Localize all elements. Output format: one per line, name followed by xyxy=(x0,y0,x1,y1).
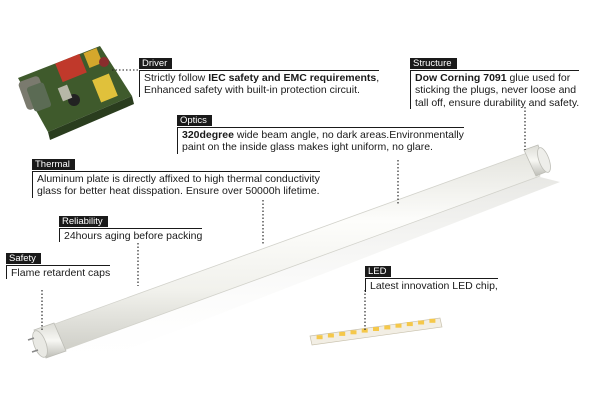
callout-led: LED Latest innovation LED chip, xyxy=(365,265,498,292)
driver-line1-bold: IEC safety and EMC requirements xyxy=(208,71,377,84)
led-chip xyxy=(373,327,379,331)
reliability-text: 24hours aging before packing xyxy=(59,227,203,242)
optics-tag: Optics xyxy=(177,115,212,126)
led-chip xyxy=(316,335,323,340)
structure-line1-bold: Dow Corning 7091 xyxy=(415,71,507,84)
driver-line1-post: , xyxy=(376,71,380,84)
structure-tag: Structure xyxy=(410,58,457,69)
tube-shadow xyxy=(46,176,560,372)
driver-line2: Enhanced safety with built-in protection… xyxy=(144,84,360,96)
led-tag: LED xyxy=(365,266,392,277)
optics-text: 320degree wide beam angle, no dark areas… xyxy=(177,126,464,154)
reliability-tag: Reliability xyxy=(59,216,108,227)
safety-text: Flame retardent caps xyxy=(6,264,111,279)
led-chip xyxy=(339,331,346,336)
safety-tag: Safety xyxy=(6,253,41,264)
thermal-line1: Aluminum plate is directly affixed to hi… xyxy=(37,172,320,185)
driver-text: Strictly follow IEC safety and EMC requi… xyxy=(139,69,380,97)
callout-safety: Safety Flame retardent caps xyxy=(6,252,111,279)
led-line1: Latest innovation LED chip, xyxy=(370,279,498,292)
led-chip xyxy=(384,325,391,330)
led-chip xyxy=(350,330,357,335)
safety-line1: Flame retardent caps xyxy=(11,266,111,279)
led-chip xyxy=(327,333,334,338)
optics-line2: paint on the inside glass makes ight uni… xyxy=(182,141,433,153)
structure-line3: tall off, ensure durability and safety. xyxy=(415,96,580,109)
leader-lines xyxy=(41,69,526,330)
led-chip xyxy=(429,318,436,323)
callout-reliability: Reliability 24hours aging before packing xyxy=(59,215,203,242)
structure-text: Dow Corning 7091 glue used for sticking … xyxy=(410,69,580,109)
led-chip xyxy=(361,328,368,333)
callout-thermal: Thermal Aluminum plate is directly affix… xyxy=(32,158,320,198)
driver-board-image xyxy=(18,46,134,140)
callout-optics: Optics 320degree wide beam angle, no dar… xyxy=(177,114,464,154)
led-strip-image xyxy=(309,317,443,346)
thermal-tag: Thermal xyxy=(32,159,75,170)
callout-driver: Driver Strictly follow IEC safety and EM… xyxy=(139,57,380,97)
structure-line1-post: glue used for xyxy=(506,71,571,84)
structure-line2: sticking the plugs, never loose and xyxy=(415,84,577,96)
left-end-cap xyxy=(27,322,67,359)
right-end-cap xyxy=(523,144,551,177)
callout-structure: Structure Dow Corning 7091 glue used for… xyxy=(410,57,580,109)
thermal-text: Aluminum plate is directly affixed to hi… xyxy=(32,170,320,198)
reliability-line1: 24hours aging before packing xyxy=(64,229,203,242)
led-chip xyxy=(418,320,425,325)
optics-line1-bold: 320degree xyxy=(182,128,234,141)
led-chip xyxy=(395,323,402,328)
led-text: Latest innovation LED chip, xyxy=(365,277,498,292)
led-chip xyxy=(406,322,413,327)
driver-line1-pre: Strictly follow xyxy=(144,71,209,84)
thermal-line2: glass for better heat disspation. Ensure… xyxy=(37,185,320,197)
driver-tag: Driver xyxy=(139,58,173,69)
optics-line1-post: wide beam angle, no dark areas.Environme… xyxy=(233,128,464,141)
